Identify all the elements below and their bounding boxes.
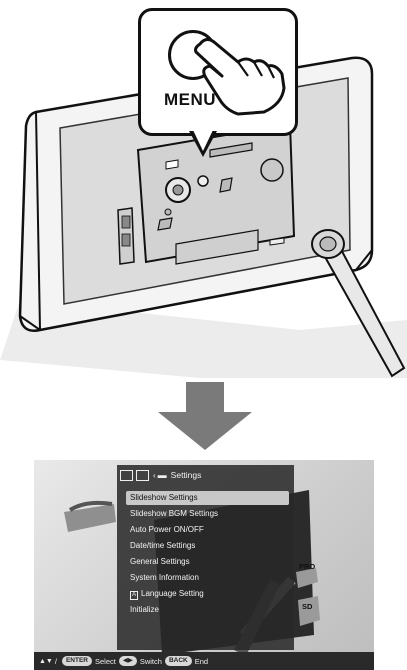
- down-arrow-icon: [158, 382, 252, 450]
- settings-menu-panel: ‹ ▬ Settings Slideshow Settings Slidesho…: [117, 465, 294, 650]
- language-setting-label: Language Setting: [141, 589, 204, 598]
- language-icon: A: [130, 591, 138, 600]
- menu-header: ‹ ▬ Settings: [117, 465, 294, 485]
- sd-card-label: SD: [302, 602, 312, 611]
- slideshow-mode-icon[interactable]: [136, 470, 149, 481]
- menu-item-initialize[interactable]: Initialize: [126, 603, 289, 617]
- menu-title: Settings: [171, 470, 202, 480]
- speaker-grille: [261, 159, 283, 181]
- enter-key-badge: ENTER: [62, 656, 92, 666]
- switch-keys-icon: ◀▶: [119, 656, 137, 666]
- menu-item-general-settings[interactable]: General Settings: [126, 555, 289, 569]
- menu-item-date-time[interactable]: Date/time Settings: [126, 539, 289, 553]
- status-bar: ▲▼ / ENTER Select ◀▶ Switch BACK End: [34, 652, 374, 670]
- menu-item-slideshow-bgm-settings[interactable]: Slideshow BGM Settings: [126, 507, 289, 521]
- menu-button-label: MENU: [164, 90, 216, 110]
- view-mode-icon[interactable]: [120, 470, 133, 481]
- chevron-left-icon[interactable]: ‹: [153, 471, 156, 480]
- navigate-keys-icon: ▲▼: [39, 658, 53, 665]
- end-hint: End: [195, 657, 208, 666]
- switch-hint: Switch: [140, 657, 162, 666]
- settings-screen: ‹ ▬ Settings Slideshow Settings Slidesho…: [34, 460, 374, 670]
- menu-item-auto-power[interactable]: Auto Power ON/OFF: [126, 523, 289, 537]
- toolbox-icon: ▬: [158, 470, 167, 480]
- select-hint: Select: [95, 657, 116, 666]
- back-key-badge: BACK: [165, 656, 192, 666]
- menu-item-system-information[interactable]: System Information: [126, 571, 289, 585]
- device-menu-button: [198, 176, 208, 186]
- memory-stick-pro-label: PRO: [299, 562, 315, 571]
- menu-item-slideshow-settings[interactable]: Slideshow Settings: [126, 491, 289, 505]
